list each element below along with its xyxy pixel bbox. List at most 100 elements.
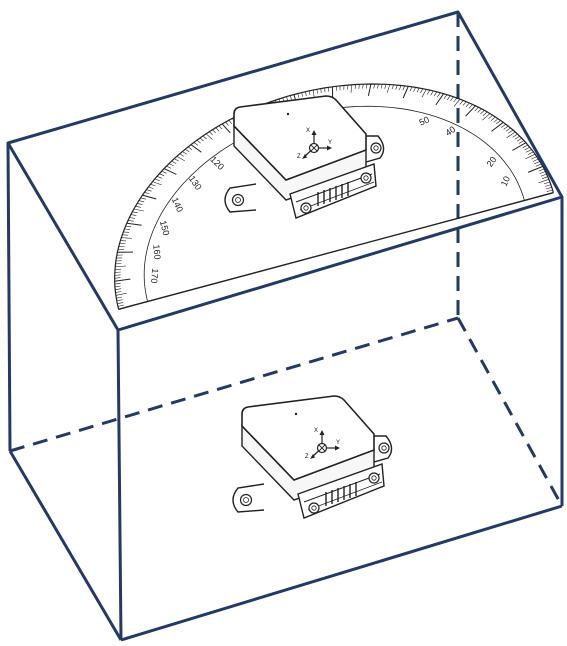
protractor-tick bbox=[114, 285, 121, 288]
protractor-label-20: 20 bbox=[485, 155, 499, 169]
protractor-tick bbox=[114, 277, 121, 279]
protractor-tick bbox=[514, 135, 520, 140]
protractor-tick bbox=[526, 149, 532, 153]
protractor-tick bbox=[146, 189, 152, 192]
protractor-tick bbox=[377, 84, 379, 89]
protractor-tick bbox=[512, 142, 527, 151]
protractor-tick bbox=[138, 200, 145, 203]
protractor-tick bbox=[362, 84, 364, 89]
protractor-tick bbox=[350, 84, 352, 93]
protractor-tick bbox=[409, 86, 413, 92]
protractor-tick bbox=[545, 184, 551, 187]
protractor-tick bbox=[516, 138, 522, 142]
protractor-tick bbox=[462, 101, 467, 106]
protractor-tick bbox=[212, 129, 216, 134]
protractor-tick bbox=[312, 89, 315, 98]
protractor-tick bbox=[413, 87, 416, 92]
sensor-bottom-axis-y-label: Y bbox=[336, 440, 340, 446]
protractor-tick bbox=[316, 89, 318, 94]
protractor-tick bbox=[150, 183, 156, 187]
sensor-top-axis-y-label: Y bbox=[328, 140, 332, 146]
protractor-tick bbox=[518, 140, 525, 144]
protractor-tick bbox=[117, 302, 124, 305]
protractor-tick bbox=[148, 186, 154, 189]
protractor-tick bbox=[176, 155, 185, 162]
protractor-tick bbox=[453, 98, 461, 107]
protractor-tick bbox=[156, 176, 163, 179]
protractor-tick bbox=[503, 125, 509, 130]
protractor-tick bbox=[508, 129, 514, 134]
protractor-tick bbox=[358, 84, 360, 89]
sensor-top-axis-z-label: Z bbox=[297, 154, 301, 160]
protractor-tick bbox=[435, 93, 445, 106]
protractor-label-40: 40 bbox=[443, 124, 457, 138]
protractor-tick bbox=[354, 84, 356, 89]
protractor-tick bbox=[124, 228, 131, 230]
protractor-tick bbox=[373, 83, 375, 89]
protractor-tick bbox=[468, 104, 473, 109]
protractor-tick bbox=[391, 84, 394, 90]
protractor-tick bbox=[538, 168, 545, 172]
protractor-tick bbox=[171, 160, 177, 164]
box-edge-front-bottom bbox=[120, 504, 563, 642]
protractor-tick bbox=[118, 304, 135, 310]
protractor-tick bbox=[152, 181, 162, 186]
protractor-tick bbox=[135, 205, 141, 208]
protractor-tick bbox=[163, 168, 177, 175]
protractor-tick bbox=[174, 158, 179, 162]
protractor-tick bbox=[114, 271, 121, 273]
protractor-tick bbox=[115, 291, 122, 293]
protractor-tick bbox=[505, 127, 511, 132]
box-edge-left-vertical bbox=[6, 142, 12, 452]
protractor-label-170: 170 bbox=[149, 268, 160, 284]
protractor-tick bbox=[542, 176, 548, 179]
protractor-tick bbox=[539, 171, 546, 174]
protractor-tick bbox=[546, 189, 553, 192]
protractor-tick bbox=[305, 91, 307, 96]
protractor-tick bbox=[228, 120, 233, 124]
protractor-tick bbox=[209, 131, 213, 136]
protractor-tick bbox=[386, 84, 391, 93]
protractor-label-10: 10 bbox=[499, 175, 512, 188]
protractor-tick bbox=[115, 288, 122, 291]
protractor-tick bbox=[525, 153, 536, 160]
protractor-tick bbox=[506, 131, 516, 139]
protractor-tick bbox=[480, 110, 485, 115]
protractor-tick bbox=[215, 127, 220, 132]
protractor-tick bbox=[130, 214, 137, 216]
protractor-tick bbox=[218, 125, 223, 130]
protractor-tick bbox=[202, 135, 207, 140]
protractor-tick bbox=[380, 84, 383, 89]
protractor-tick bbox=[501, 123, 506, 128]
protractor-tick bbox=[121, 237, 132, 239]
protractor-tick bbox=[133, 208, 144, 212]
protractor-tick bbox=[182, 151, 187, 155]
protractor-tick bbox=[493, 118, 499, 123]
box-hidden-edge-back-bottom bbox=[9, 316, 459, 453]
protractor-tick bbox=[128, 220, 134, 222]
protractor-tick bbox=[443, 94, 448, 99]
protractor-tick bbox=[496, 120, 501, 125]
protractor-tick bbox=[367, 83, 372, 97]
protractor-tick bbox=[286, 96, 289, 101]
protractor-tick bbox=[395, 84, 398, 90]
protractor-tick bbox=[430, 90, 434, 96]
protractor-tick bbox=[474, 106, 479, 112]
protractor-tick bbox=[205, 133, 213, 140]
protractor-tick bbox=[168, 163, 174, 167]
sensor-module-top: X Y Z bbox=[224, 95, 385, 219]
protractor-tick bbox=[116, 299, 123, 302]
protractor-label-140: 140 bbox=[170, 196, 185, 214]
protractor-tick bbox=[482, 111, 488, 116]
box-edge-front-vertical bbox=[116, 329, 123, 641]
protractor-tick bbox=[527, 165, 543, 173]
protractor-tick bbox=[420, 88, 424, 94]
protractor-tick bbox=[402, 85, 405, 91]
protractor-tick bbox=[416, 87, 420, 93]
protractor-label-160: 160 bbox=[151, 244, 162, 260]
protractor-tick bbox=[477, 108, 482, 113]
sensor-module-bottom: X Y Z bbox=[232, 395, 393, 519]
protractor-tick bbox=[161, 170, 167, 174]
